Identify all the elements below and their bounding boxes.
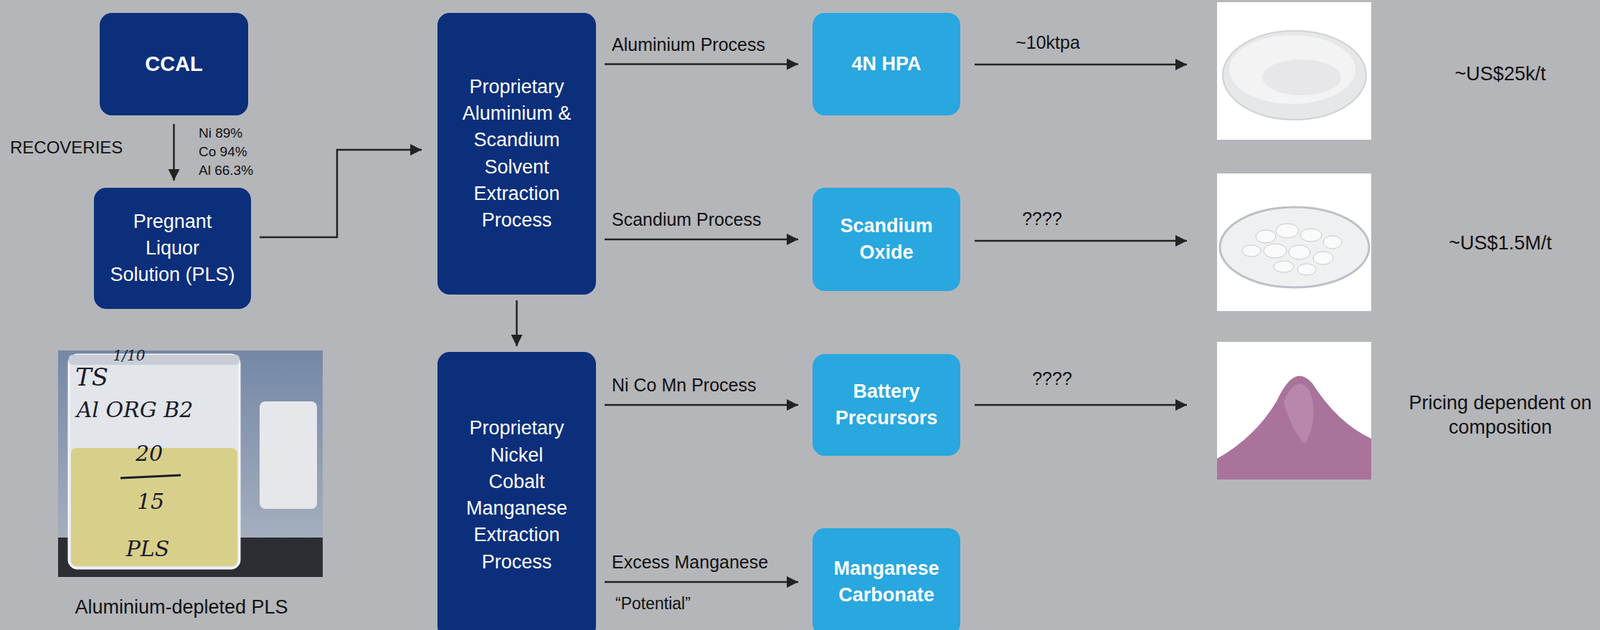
handwritten-text: Al ORG B2 [76,396,194,424]
granule [1273,261,1294,273]
granule [1275,223,1299,239]
recovery-value: Co 94% [198,143,248,161]
edge-label: Aluminium Process [611,32,766,56]
source-box: CCAL [99,12,249,116]
volume-label: ???? [1032,367,1073,391]
glass-jar [68,354,240,569]
product-box: 4N HPA [812,12,961,116]
process-box: Pregnant Liquor Solution (PLS) [93,187,252,310]
price-label: ~US$1.5M/t [1448,231,1552,257]
flow-arrow [604,63,799,66]
granule [1313,251,1334,265]
edge-note: “Potential” [615,593,691,615]
product-box: Scandium Oxide [812,187,961,292]
flow-arrow [172,124,175,181]
handwritten-text: 20 [135,440,163,468]
output-arrow [974,63,1187,66]
photo-frame [1217,2,1372,140]
handwritten-text: TS [75,362,109,394]
section-label: RECOVERIES [10,136,123,159]
process-box: Proprietary Nickel Cobalt Manganese Extr… [437,352,596,630]
granule [1242,245,1261,257]
granule [1297,263,1317,276]
node-text: 4N HPA [851,50,921,78]
photo-caption: Aluminium-depleted PLS [74,595,288,621]
alumina-powder [1229,35,1356,104]
granule [1263,243,1287,259]
granule [1300,228,1322,242]
process-box: Proprietary Aluminium & Scandium Solvent… [437,12,596,295]
node-text: Proprietary Aluminium & Scandium Solvent… [460,73,574,235]
handwritten-text: 15 [136,488,165,516]
handwritten-line [120,475,181,479]
flow-arrow [604,404,799,407]
node-text: Manganese Carbonate [822,555,951,610]
dish [1222,30,1367,120]
node-text: Battery Precursors [822,378,951,433]
node-text: Proprietary Nickel Cobalt Manganese Extr… [460,415,574,576]
photo-frame [1217,342,1372,480]
purple-powder [1217,375,1372,480]
handwritten-text: PLS [126,535,170,563]
flow-arrow [604,581,799,584]
edge-label: Ni Co Mn Process [611,374,756,397]
product-box: Battery Precursors [812,354,961,457]
photo-frame [1217,173,1372,312]
edge-label: Excess Manganese [611,551,769,574]
price-label: ~US$25k/t [1455,62,1547,87]
recovery-value: Al 66.3% [198,162,254,180]
price-note: Pricing dependent on composition [1407,391,1594,441]
output-arrow [974,404,1187,407]
node-text: Scandium Oxide [822,212,951,267]
granule [1288,245,1311,260]
volume-label: ???? [1021,207,1063,231]
flow-arrow [604,238,799,241]
granule [1323,235,1342,249]
node-text: Pregnant Liquor Solution (PLS) [109,208,236,290]
volume-label: ~10ktpa [1015,31,1081,54]
powder-highlight [1283,383,1314,445]
output-arrow [974,240,1187,243]
product-box: Manganese Carbonate [812,528,961,630]
recovery-value: Ni 89% [198,124,243,142]
bottle-shape [259,401,317,510]
flow-arrow [259,149,422,238]
photo-background [58,350,323,578]
granule [1255,230,1276,244]
powder-shade [1262,59,1342,96]
handwritten-text: 1/10 [113,347,146,366]
petri-dish [1219,207,1370,288]
flow-arrow [515,300,518,347]
node-text: CCAL [144,49,203,79]
edge-label: Scandium Process [611,208,761,231]
